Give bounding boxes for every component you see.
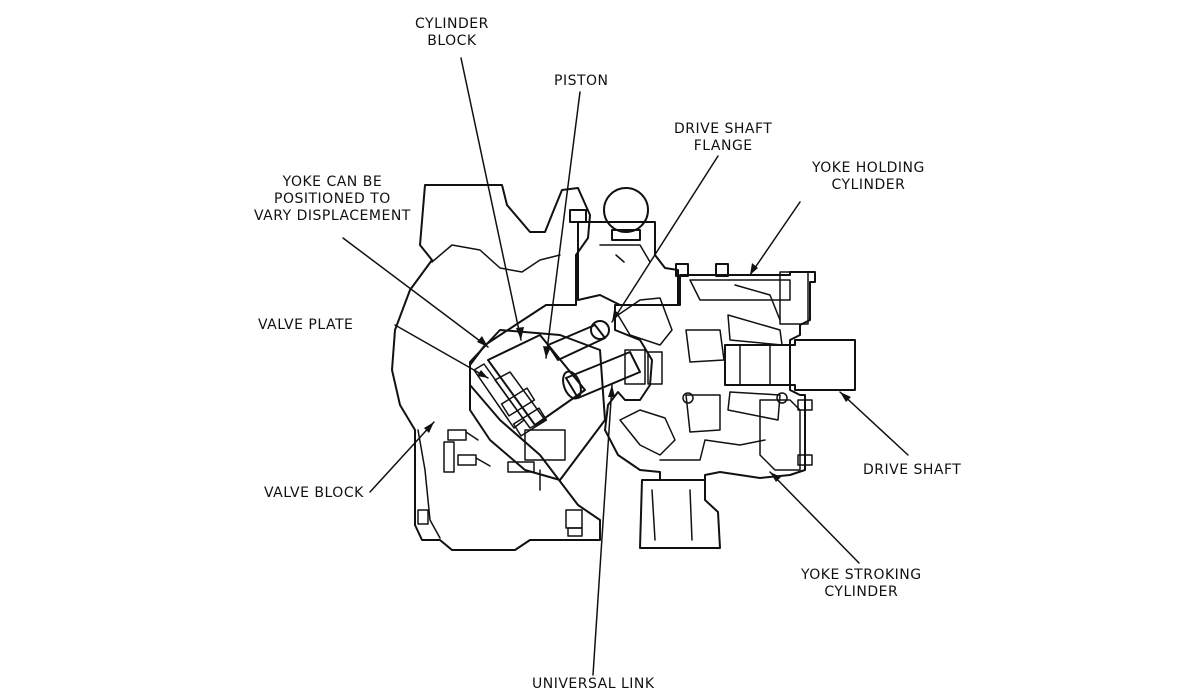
label-line: CYLINDER xyxy=(415,16,489,32)
label-line: UNIVERSAL LINK xyxy=(532,676,655,692)
label-line: YOKE STROKING xyxy=(801,567,922,583)
label-line: VALVE PLATE xyxy=(258,317,354,333)
label-line: YOKE HOLDING xyxy=(812,160,925,176)
leader-yoke-holding-cylinder xyxy=(749,201,801,276)
label-drive-shaft: DRIVE SHAFT xyxy=(863,462,961,479)
leader-lines xyxy=(342,57,909,676)
label-cylinder-block: CYLINDER BLOCK xyxy=(415,16,489,50)
label-line: VALVE BLOCK xyxy=(264,485,364,501)
label-line: CYLINDER xyxy=(824,584,899,600)
label-line: YOKE CAN BE xyxy=(282,174,383,190)
label-line: DRIVE SHAFT xyxy=(674,121,773,137)
label-universal-link: UNIVERSAL LINK xyxy=(532,676,655,693)
leader-drive-shaft-flange xyxy=(611,155,719,323)
label-valve-plate: VALVE PLATE xyxy=(258,317,353,334)
drive-shaft-shape xyxy=(724,339,856,391)
label-yoke-stroking-cylinder: YOKE STROKING CYLINDER xyxy=(801,567,922,601)
label-line: BLOCK xyxy=(427,33,477,49)
leader-yoke-positioned xyxy=(342,237,489,348)
leader-valve-plate xyxy=(394,324,489,379)
label-line: FLANGE xyxy=(693,138,753,154)
label-yoke-positioned: YOKE CAN BE POSITIONED TO VARY DISPLACEM… xyxy=(254,174,411,225)
shaft-housing xyxy=(604,263,816,481)
yoke-assembly xyxy=(469,329,606,491)
leader-valve-block xyxy=(369,421,435,493)
label-line: PISTON xyxy=(554,73,609,89)
label-valve-block: VALVE BLOCK xyxy=(264,485,364,502)
label-yoke-holding-cylinder: YOKE HOLDING CYLINDER xyxy=(812,160,925,194)
mounting-foot xyxy=(639,479,721,549)
label-line: VARY DISPLACEMENT xyxy=(254,208,411,224)
leader-yoke-stroking-cylinder xyxy=(769,471,860,564)
label-line: POSITIONED TO xyxy=(274,191,391,207)
label-drive-shaft-flange: DRIVE SHAFT FLANGE xyxy=(674,121,772,155)
top-control-housing xyxy=(569,187,679,306)
arrowheads xyxy=(424,263,851,482)
label-piston: PISTON xyxy=(554,73,609,90)
leader-cylinder-block xyxy=(460,57,522,341)
label-line: CYLINDER xyxy=(831,177,906,193)
valve-block-housing xyxy=(391,184,601,551)
label-line: DRIVE SHAFT xyxy=(863,462,962,478)
leader-piston xyxy=(545,91,581,359)
leader-drive-shaft xyxy=(839,391,909,456)
leader-universal-link xyxy=(592,384,613,676)
piston-and-link xyxy=(547,297,673,400)
